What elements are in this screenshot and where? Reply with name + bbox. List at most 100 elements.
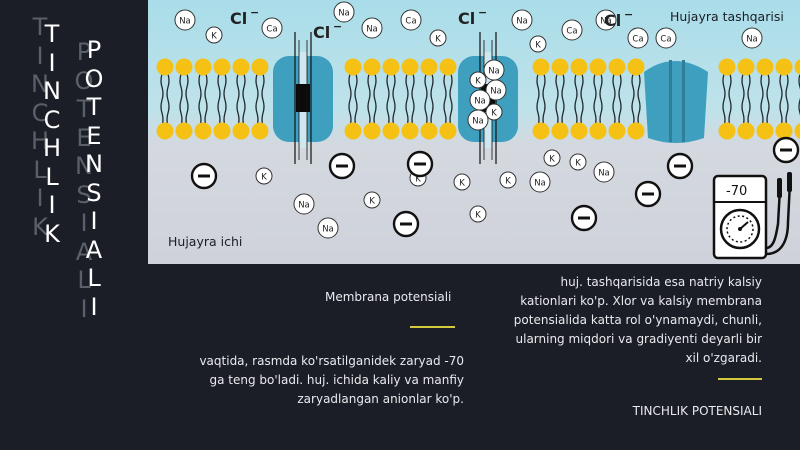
- lipid-head: [344, 58, 362, 76]
- title-letter: N: [43, 77, 61, 105]
- lipid-head: [251, 58, 269, 76]
- lipid-head: [718, 58, 736, 76]
- ion-label: Na: [488, 67, 500, 77]
- lipid-head: [232, 58, 250, 76]
- lipid-tail: [179, 99, 183, 127]
- lipid-tail: [166, 73, 170, 101]
- lipid-tail: [166, 99, 170, 127]
- ion-label: K: [549, 155, 555, 165]
- sodium-potassium-pump: [644, 60, 708, 143]
- lipid-tail: [618, 99, 622, 127]
- caption-right-rule: [718, 378, 762, 380]
- inside-label: Hujayra ichi: [168, 234, 242, 249]
- title-letter: C: [43, 105, 61, 134]
- potassium-ion: K: [255, 167, 273, 185]
- lipid-tail: [348, 99, 352, 127]
- calcium-ion: Ca: [561, 19, 583, 41]
- chloride-ion: Cl−: [458, 6, 487, 28]
- lipid-tail: [785, 73, 789, 101]
- lipid-tail: [593, 99, 597, 127]
- lipid-tail: [785, 99, 789, 127]
- anion: [772, 136, 800, 164]
- lipid-tail: [236, 99, 240, 127]
- lipid-head: [401, 58, 419, 76]
- lipid-tail: [766, 99, 770, 127]
- sodium-ion: Na: [293, 193, 315, 215]
- title-letter: C: [31, 98, 49, 127]
- lipid-tail: [637, 73, 641, 101]
- lipid-tail: [386, 99, 390, 127]
- lipid-tail: [637, 99, 641, 127]
- calcium-ion: Ca: [261, 17, 283, 39]
- title-letter: O: [84, 64, 104, 93]
- title-letter: L: [77, 266, 91, 294]
- lipid-tail: [443, 73, 447, 101]
- caption-right-body: huj. tashqarisida esa natriy kalsiy kati…: [513, 275, 762, 365]
- title-letter: E: [86, 121, 102, 150]
- sodium-channel: [273, 32, 333, 164]
- title-letter: N: [75, 152, 93, 180]
- ion-label: Na: [598, 169, 610, 179]
- sodium-ion: Na: [483, 59, 505, 81]
- ion-label: K: [535, 41, 541, 51]
- potassium-ion: K: [363, 191, 381, 209]
- ion-label: Na: [322, 225, 334, 235]
- ion-label: Cl: [230, 9, 247, 28]
- ion-label: Na: [534, 179, 546, 189]
- anions: [190, 136, 800, 238]
- lipid-tail: [580, 99, 584, 127]
- potassium-ion: K: [453, 173, 471, 191]
- lipid-head: [401, 122, 419, 140]
- ion-label: Cl: [458, 9, 475, 28]
- lipid-tail: [354, 73, 358, 101]
- lipid-tail: [766, 73, 770, 101]
- ion-label: Ca: [405, 17, 416, 27]
- ion-label: K: [435, 35, 441, 45]
- lipid-tail: [255, 99, 259, 127]
- ion-label: Ca: [632, 35, 643, 45]
- lipid-head: [213, 122, 231, 140]
- lipid-head: [439, 122, 457, 140]
- title-letter: L: [87, 264, 101, 292]
- lipid-tail: [449, 99, 453, 127]
- lipid-tail: [580, 73, 584, 101]
- lipid-tail: [204, 73, 208, 101]
- lipid-head: [420, 58, 438, 76]
- title-letter: H: [42, 134, 62, 162]
- lipid-head: [213, 58, 231, 76]
- title-letter: L: [33, 155, 47, 184]
- lipid-head: [363, 58, 381, 76]
- ion-label: Ca: [660, 35, 671, 45]
- ion-label: Na: [474, 97, 486, 107]
- caption-left-body: vaqtida, rasmda ko'rsatilganidek zaryad …: [199, 354, 464, 406]
- anion: [406, 150, 434, 178]
- probe-wire-1: [765, 187, 782, 250]
- lipid-head: [194, 122, 212, 140]
- lipid-tail: [405, 99, 409, 127]
- potassium-ion: K: [205, 26, 223, 44]
- lipid-tail: [741, 73, 745, 101]
- title-letter: S: [76, 180, 92, 209]
- lipid-tail: [542, 99, 546, 127]
- lipid-head: [175, 122, 193, 140]
- lipid-tail: [185, 99, 189, 127]
- title-letter: K: [44, 219, 60, 248]
- lipid-tail: [760, 99, 764, 127]
- lipid-head: [718, 122, 736, 140]
- ion-label: K: [369, 197, 375, 207]
- lipid-tail: [612, 73, 616, 101]
- calcium-ion: Ca: [655, 27, 677, 49]
- lipid-tail: [612, 99, 616, 127]
- lipid-head: [363, 122, 381, 140]
- anion: [190, 162, 218, 190]
- potassium-ion: K: [485, 103, 503, 121]
- sodium-ion: Na: [467, 109, 489, 131]
- lipid-tail: [555, 73, 559, 101]
- anion: [570, 204, 598, 232]
- lipid-tail: [449, 73, 453, 101]
- title-letter: A: [85, 235, 103, 264]
- title-letter: I: [48, 191, 56, 219]
